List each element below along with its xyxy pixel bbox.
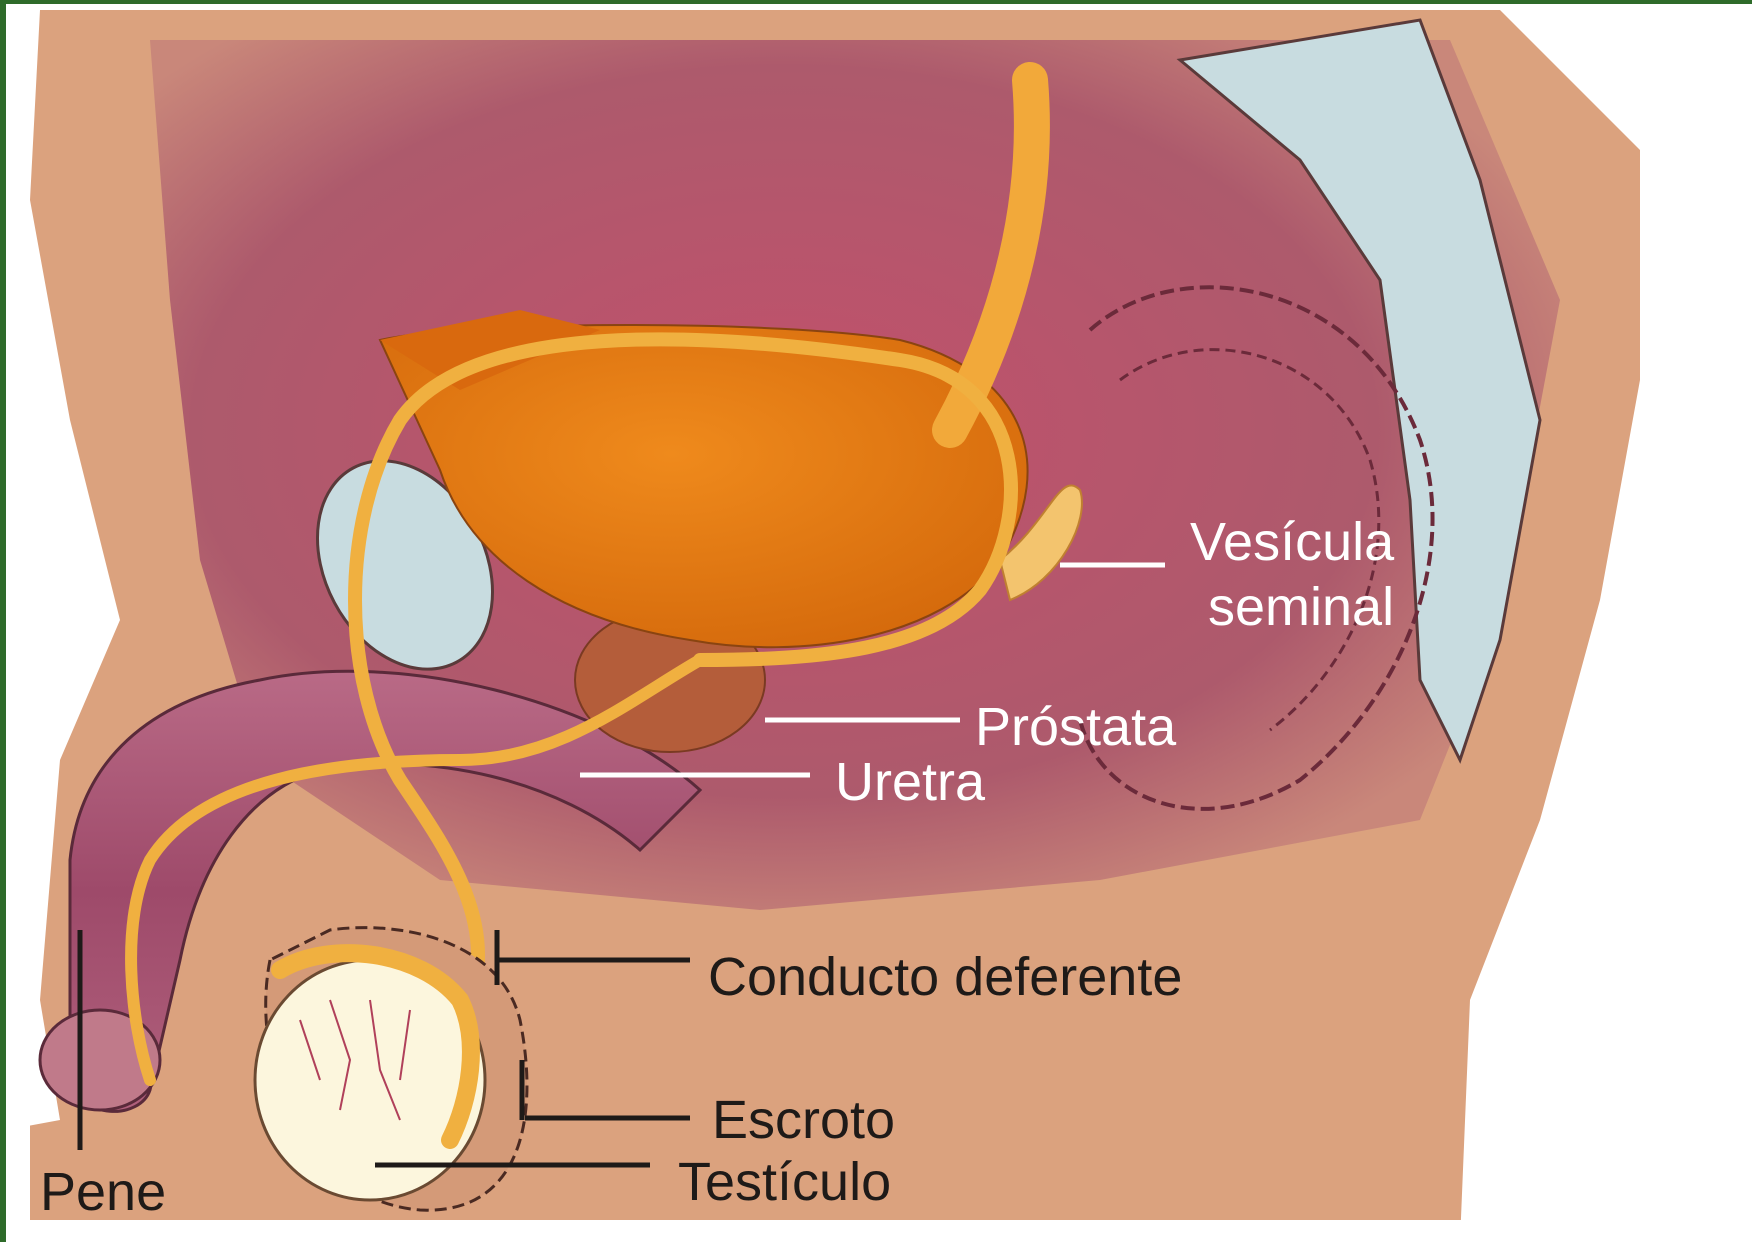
label-escroto: Escroto — [712, 1090, 895, 1150]
label-prostata: Próstata — [975, 697, 1177, 757]
label-testiculo: Testículo — [678, 1152, 891, 1212]
label-vesicula-line2: seminal — [1208, 577, 1394, 637]
label-vesicula-line1: Vesícula — [1190, 512, 1395, 572]
label-conducto-deferente: Conducto deferente — [708, 947, 1182, 1007]
label-pene: Pene — [40, 1162, 166, 1222]
label-uretra: Uretra — [835, 752, 986, 812]
